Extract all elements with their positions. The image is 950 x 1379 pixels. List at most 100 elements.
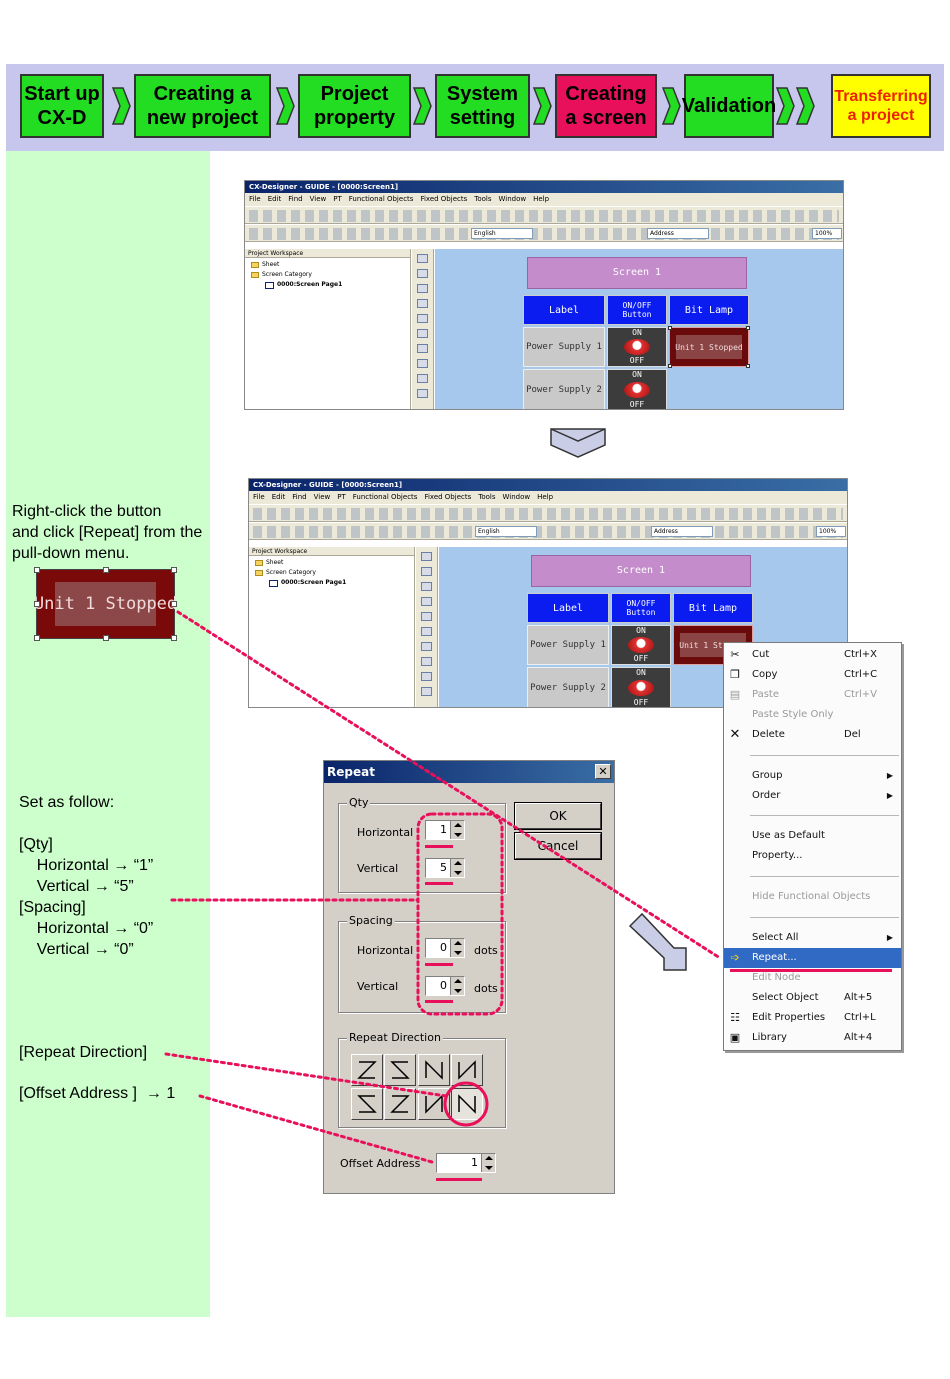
address-select[interactable]: Address [651, 526, 713, 537]
spinner-arrows-icon[interactable] [450, 821, 464, 839]
screen-canvas[interactable]: Screen 1 Label ON/OFF Button Bit Lamp Po… [435, 249, 843, 409]
menu-fixed-objects[interactable]: Fixed Objects [420, 195, 468, 203]
menu-item-select-all[interactable]: Select All▶ [724, 928, 901, 948]
step-project-property[interactable]: Project property [298, 74, 411, 138]
menu-functional-objects[interactable]: Functional Objects [352, 493, 418, 501]
toolbar-icons[interactable] [253, 508, 843, 520]
toolbar-icons[interactable] [253, 526, 843, 538]
direction-option-8-selected[interactable] [451, 1088, 483, 1120]
address-select[interactable]: Address [647, 228, 709, 239]
menu-help[interactable]: Help [537, 493, 554, 501]
menu-item-property[interactable]: Property... [752, 850, 803, 861]
direction-option-6[interactable] [384, 1088, 416, 1120]
menu-find[interactable]: Find [292, 493, 307, 501]
close-icon[interactable]: ✕ [595, 764, 611, 779]
menu-help[interactable]: Help [533, 195, 550, 203]
label-power-supply-1[interactable]: Power Supply 1 [527, 625, 609, 665]
menu-window[interactable]: Window [502, 493, 531, 501]
toolbar-icons[interactable] [249, 228, 839, 240]
step-system-setting[interactable]: System setting [435, 74, 530, 138]
header-bit-lamp[interactable]: Bit Lamp [669, 295, 749, 325]
menu-view[interactable]: View [309, 195, 327, 203]
step-creating-screen[interactable]: Creating a screen [555, 74, 657, 138]
cancel-button[interactable]: Cancel [515, 833, 601, 859]
object-toolbar[interactable] [412, 249, 434, 409]
screen-title-label[interactable]: Screen 1 [527, 257, 747, 289]
tree-item-sheet[interactable]: Sheet [251, 260, 410, 270]
menu-item-repeat[interactable]: ➩Repeat... [724, 948, 901, 968]
menu-fixed-objects[interactable]: Fixed Objects [424, 493, 472, 501]
header-label[interactable]: Label [523, 295, 605, 325]
step-start-up[interactable]: Start up CX-D [20, 74, 104, 138]
menu-item-use-as-default[interactable]: Use as Default [752, 830, 825, 841]
direction-option-4[interactable] [451, 1054, 483, 1086]
object-toolbar[interactable] [416, 547, 438, 707]
tree-item-screen-page[interactable]: 0000:Screen Page1 [251, 280, 410, 290]
spinner-arrows-icon[interactable] [450, 859, 464, 877]
menu-item-order[interactable]: Order▶ [724, 786, 901, 806]
direction-option-5[interactable] [351, 1088, 383, 1120]
header-bit-lamp[interactable]: Bit Lamp [673, 593, 753, 623]
step-creating-new-project[interactable]: Creating a new project [134, 74, 271, 138]
step-validation[interactable]: Validation [682, 74, 776, 138]
window-title: CX-Designer - GUIDE - [0000:Screen1] [249, 479, 847, 491]
menu-item-paste-style-only: Paste Style Only [752, 709, 834, 720]
direction-option-7[interactable] [418, 1088, 450, 1120]
tree-item-screen-category[interactable]: Screen Category [251, 270, 410, 280]
label-power-supply-2[interactable]: Power Supply 2 [527, 667, 609, 707]
label-power-supply-1[interactable]: Power Supply 1 [523, 327, 605, 367]
bit-lamp[interactable]: Unit 1 Stopped [668, 326, 750, 368]
spacing-vertical-stepper[interactable]: 0 [425, 976, 465, 996]
menu-pt[interactable]: PT [333, 195, 342, 203]
qty-vertical-stepper[interactable]: 5 [425, 858, 465, 878]
header-onoff-button[interactable]: ON/OFF Button [607, 295, 667, 325]
tree-item-sheet[interactable]: Sheet [255, 558, 414, 568]
menu-pt[interactable]: PT [337, 493, 346, 501]
menu-tools[interactable]: Tools [478, 493, 496, 501]
menu-edit[interactable]: Edit [271, 493, 286, 501]
direction-option-1[interactable] [351, 1054, 383, 1086]
spinner-arrows-icon[interactable] [481, 1154, 495, 1172]
menu-find[interactable]: Find [288, 195, 303, 203]
spacing-group: Spacing [338, 914, 506, 1013]
menu-tools[interactable]: Tools [474, 195, 492, 203]
ok-button[interactable]: OK [515, 803, 601, 829]
header-onoff-button[interactable]: ON/OFF Button [611, 593, 671, 623]
tree-item-screen-page[interactable]: 0000:Screen Page1 [255, 578, 414, 588]
menu-view[interactable]: View [313, 493, 331, 501]
direction-option-2[interactable] [384, 1054, 416, 1086]
project-workspace: Project Workspace Sheet Screen Category … [245, 249, 411, 409]
offset-address-stepper[interactable]: 1 [436, 1153, 496, 1173]
spinner-arrows-icon[interactable] [450, 977, 464, 995]
spacing-horizontal-stepper[interactable]: 0 [425, 938, 465, 958]
spinner-arrows-icon[interactable] [450, 939, 464, 957]
menu-edit[interactable]: Edit [267, 195, 282, 203]
screen-title-label[interactable]: Screen 1 [531, 555, 751, 587]
direction-option-3[interactable] [418, 1054, 450, 1086]
menu-file[interactable]: File [249, 195, 261, 203]
header-label[interactable]: Label [527, 593, 609, 623]
zoom-select[interactable]: 100% [812, 228, 842, 239]
menu-item-group[interactable]: Group▶ [724, 766, 901, 786]
menu-window[interactable]: Window [498, 195, 527, 203]
language-select[interactable]: English [475, 526, 537, 537]
qty-horizontal-stepper[interactable]: 1 [425, 820, 465, 840]
zoom-select[interactable]: 100% [816, 526, 846, 537]
menu-file[interactable]: File [253, 493, 265, 501]
menu-functional-objects[interactable]: Functional Objects [348, 195, 414, 203]
label-power-supply-2[interactable]: Power Supply 2 [523, 369, 605, 409]
toolbar-icons[interactable] [249, 210, 839, 222]
step-transferring-project[interactable]: Transferring a project [831, 74, 931, 138]
language-select[interactable]: English [471, 228, 533, 239]
tree-item-screen-category[interactable]: Screen Category [255, 568, 414, 578]
